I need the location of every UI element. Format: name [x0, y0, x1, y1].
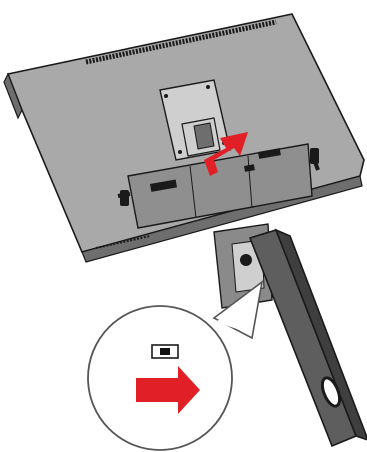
vesa-screw-tl	[164, 94, 168, 98]
stand-bracket-slot	[194, 123, 214, 149]
vesa-screw-bl	[178, 150, 182, 154]
slide-switch-icon	[152, 345, 178, 358]
callout	[88, 282, 262, 450]
stand-head-hole	[240, 254, 252, 266]
monitor-rear	[4, 14, 364, 262]
vesa-screw-tr	[206, 85, 210, 89]
left-bumper	[120, 190, 129, 206]
stand	[214, 224, 367, 446]
right-bumper	[310, 148, 319, 164]
stand-column-front	[250, 230, 356, 446]
